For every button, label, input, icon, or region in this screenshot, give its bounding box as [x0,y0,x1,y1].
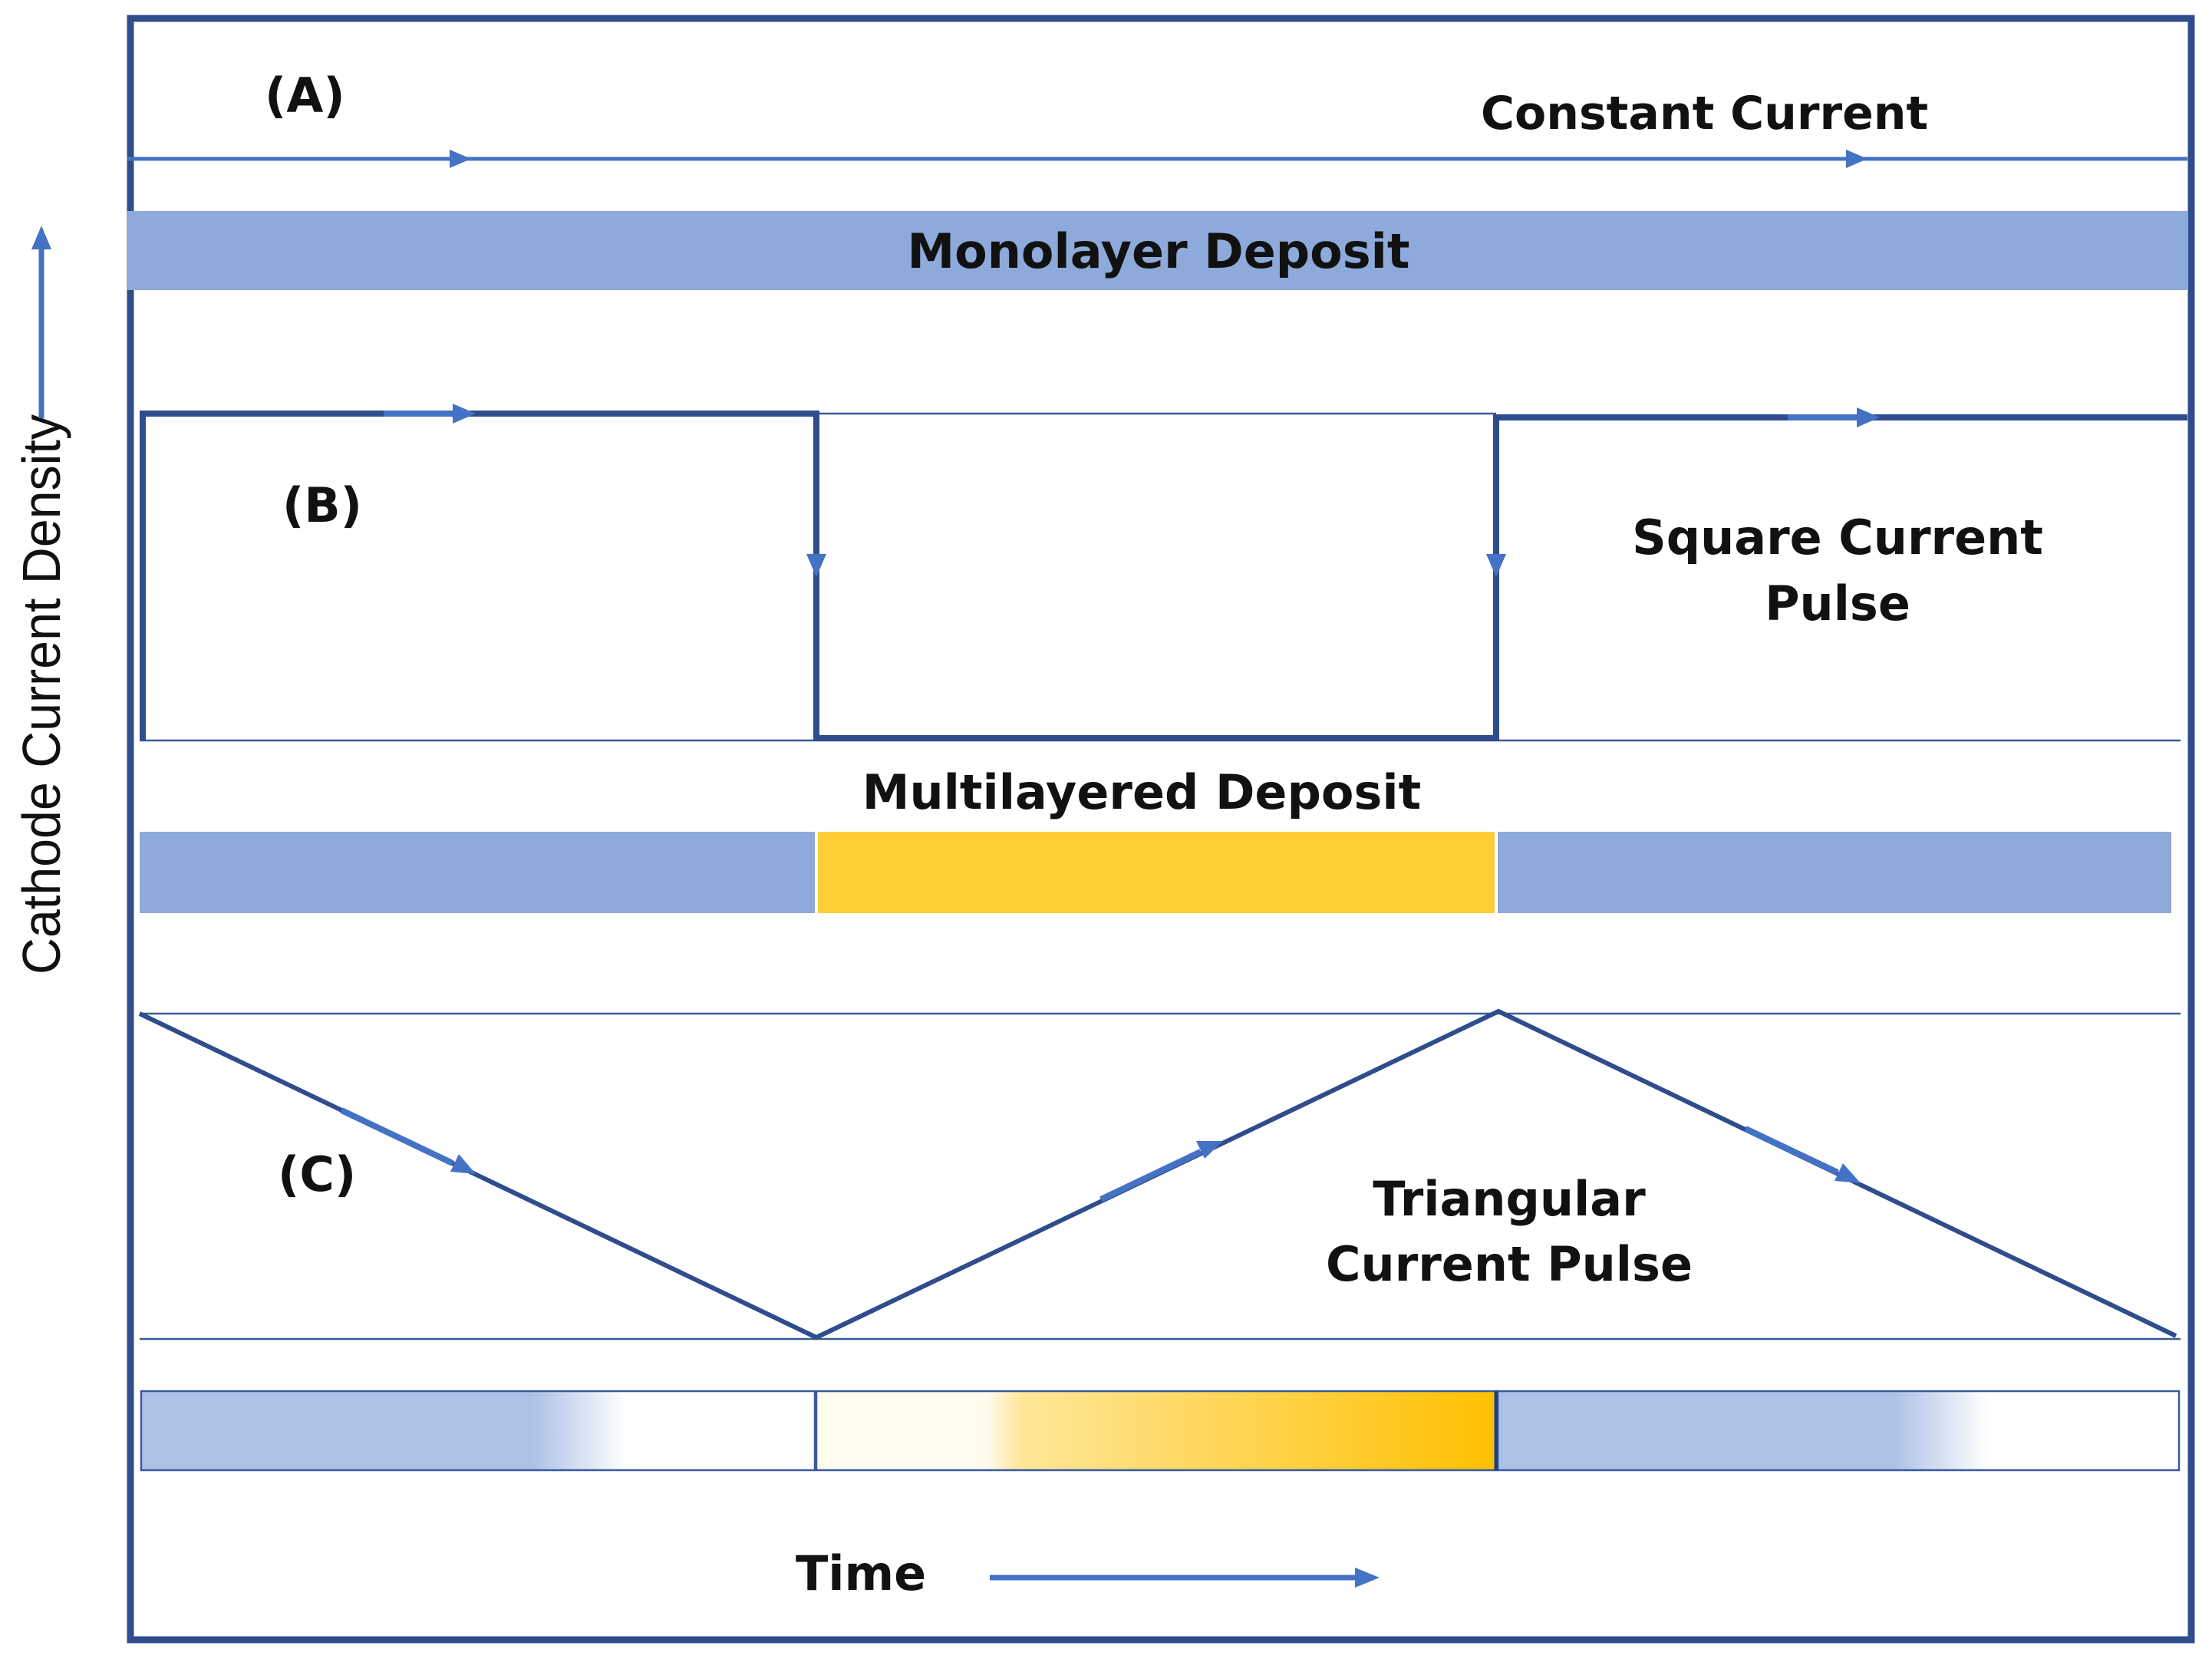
panel-b-title-line2: Pulse [1765,575,1910,631]
panel-c-title-line1: Triangular [1373,1171,1646,1227]
direction-arrow-icon [1196,1141,1223,1159]
panel-c-tag: (C) [278,1146,356,1202]
y-axis-label: Cathode Current Density [12,414,71,974]
square-pulse-waveform [140,411,2187,741]
x-axis-label: Time [796,1545,926,1601]
direction-arrow-icon [1744,1126,1839,1176]
direction-arrow-icon [450,150,471,168]
direction-arrow-icon [450,1154,476,1174]
direction-arrow-icon [1857,407,1880,427]
panel-b-tag: (B) [282,477,362,533]
graded-layer-blue [1496,1390,2181,1472]
direction-arrow-icon [1846,150,1868,168]
right-arrow-icon [1355,1568,1380,1588]
panel-c-title-line2: Current Pulse [1326,1236,1693,1292]
panel-b-title-line1: Square Current [1632,509,2043,566]
direction-arrow-icon [1099,1149,1202,1202]
multilayered-deposit-label: Multilayered Deposit [862,764,1422,820]
panel-a-title: Constant Current [1481,87,1928,140]
direction-arrow-icon [806,554,826,577]
panel-a-tag: (A) [265,68,345,124]
deposit-layer-blue [140,832,815,913]
graded-layer-yellow [815,1390,1499,1472]
direction-arrow-icon [340,1107,454,1166]
up-arrow-icon [31,226,51,249]
deposit-layer-yellow [818,832,1495,913]
direction-arrow-icon [1835,1163,1861,1183]
monolayer-deposit-label: Monolayer Deposit [907,223,1409,279]
graded-layer-blue [140,1390,816,1472]
monolayer-deposit-bar [127,211,2187,290]
deposit-layer-blue [1498,832,2171,913]
direction-arrow-icon [453,404,476,424]
direction-arrow-icon [1486,554,1506,577]
